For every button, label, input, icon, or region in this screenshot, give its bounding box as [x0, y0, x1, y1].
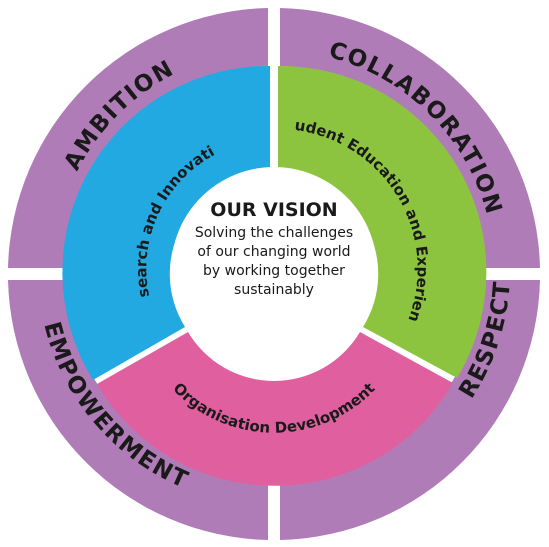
pillar-segment-organisation — [97, 332, 453, 486]
vision-statement: OUR VISION Solving the challenges of our… — [174, 198, 374, 300]
vision-line: by working together — [203, 263, 345, 279]
value-segment-empowerment — [8, 280, 268, 540]
vision-line: of our changing world — [197, 244, 351, 260]
value-segment-collaboration — [280, 8, 540, 268]
vision-line: sustainably — [234, 282, 314, 298]
value-segment-ambition — [8, 8, 268, 268]
pillar-segment-research — [62, 65, 270, 380]
outer-values-ring — [8, 8, 540, 540]
vision-title: OUR VISION — [210, 199, 338, 221]
pillar-segment-education — [278, 65, 487, 379]
vision-line: Solving the challenges — [194, 225, 354, 241]
vision-center-circle — [171, 167, 377, 373]
pillars-ring — [62, 65, 487, 486]
value-segment-respect — [280, 280, 540, 540]
